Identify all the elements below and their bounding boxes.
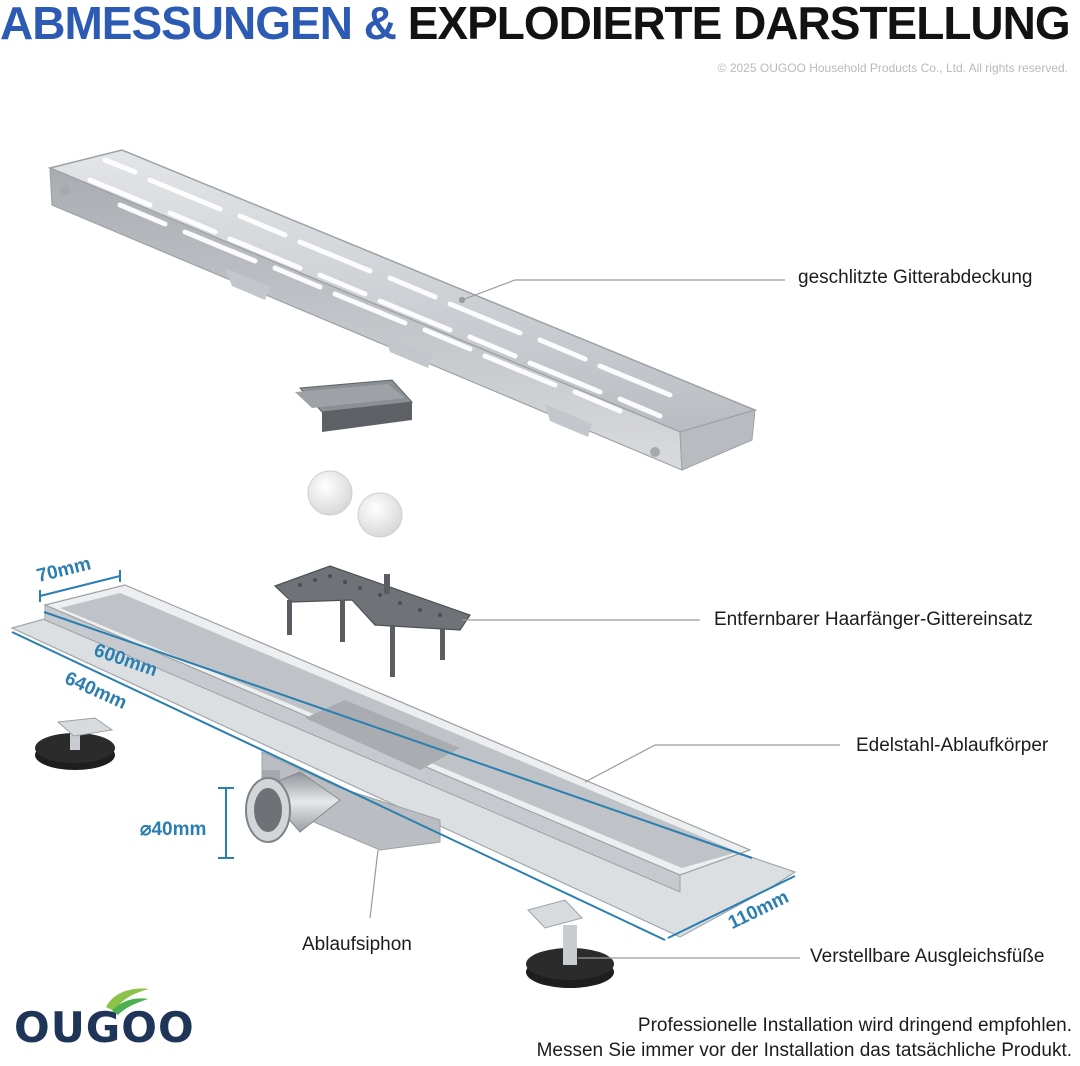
footer-note-line2: Messen Sie immer vor der Installation da… <box>536 1040 1072 1061</box>
title-part-2: EXPLODIERTE DARSTELLUNG <box>407 0 1071 49</box>
dimension-lines <box>11 570 796 941</box>
dimension-outlet-diameter: ⌀40mm <box>140 819 207 840</box>
copyright-notice: © 2025 OUGOO Household Products Co., Ltd… <box>717 61 1068 75</box>
callout-siphon: Ablaufsiphon <box>302 934 412 955</box>
leaf-icon <box>106 988 149 1015</box>
leader-lines <box>369 279 840 959</box>
leveling-foot-left <box>35 717 115 770</box>
page-title: ABMESSUNGEN & EXPLODIERTE DARSTELLUNG <box>0 0 1080 50</box>
drain-body <box>10 584 797 938</box>
callout-leveling-feet: Verstellbare Ausgleichsfüße <box>810 946 1045 967</box>
grate-cover <box>47 149 758 471</box>
brand-logo: OUGOO <box>14 985 214 1055</box>
rubber-stopper <box>295 379 414 432</box>
hair-catcher-insert <box>273 565 471 677</box>
title-part-1: ABMESSUNGEN & <box>0 0 397 49</box>
leveling-foot-right <box>526 899 614 988</box>
footer-note-line1: Professionelle Installation wird dringen… <box>637 1015 1072 1036</box>
callout-grate-cover: geschlitzte Gitterabdeckung <box>798 267 1033 288</box>
siphon-outlet <box>245 771 341 843</box>
float-ball-2 <box>357 492 403 538</box>
float-ball-1 <box>307 470 353 516</box>
callout-hair-catcher: Entfernbarer Haarfänger-Gittereinsatz <box>714 609 1033 630</box>
brand-logo-text: OUGOO <box>14 1003 195 1052</box>
callout-drain-body: Edelstahl-Ablaufkörper <box>856 735 1049 756</box>
